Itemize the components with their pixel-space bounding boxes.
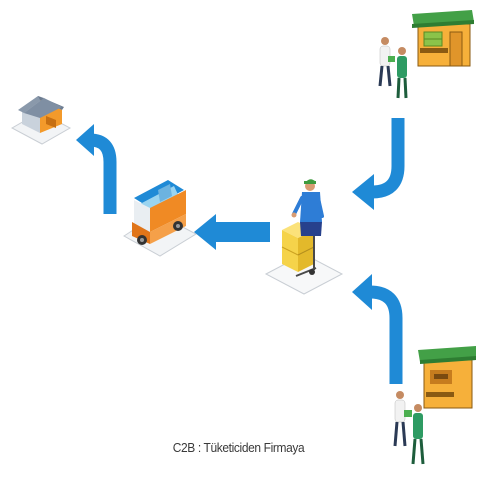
worker-icon (264, 179, 344, 295)
arrow-to-van (194, 214, 270, 250)
arrow-from-top-shop (352, 118, 405, 210)
arrow-to-warehouse (76, 124, 117, 214)
diagram-caption: C2B : Tüketiciden Firmaya (172, 440, 305, 455)
arrow-from-bottom-shop (352, 274, 403, 384)
shop-icon (412, 10, 474, 67)
van-icon (123, 180, 198, 257)
consumer-figures-top (378, 37, 408, 99)
consumer-figures-bottom (393, 391, 425, 465)
shop-icon (418, 346, 476, 409)
warehouse-icon (10, 96, 72, 145)
